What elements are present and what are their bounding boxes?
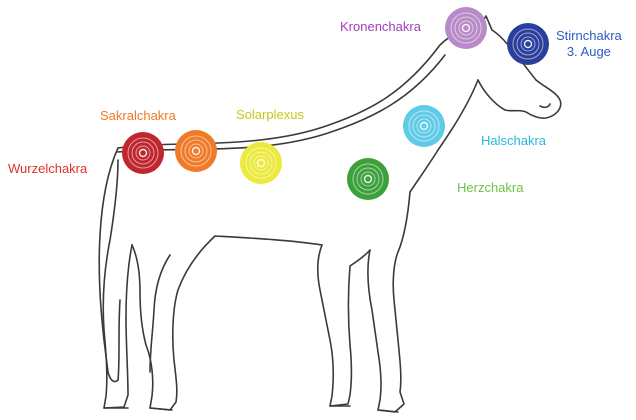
label-solarplexus: Solarplexus (236, 107, 304, 123)
chakra-stirn-circle (507, 23, 549, 65)
label-halschakra: Halschakra (481, 133, 546, 149)
label-wurzelchakra: Wurzelchakra (8, 161, 87, 177)
label-sakralchakra: Sakralchakra (100, 108, 176, 124)
chakra-herz-circle (347, 158, 389, 200)
chakra-wurzel-circle (122, 132, 164, 174)
chakra-hals-circle (403, 105, 445, 147)
label-stirnchakra: Stirnchakra 3. Auge (556, 28, 622, 60)
chakra-sakral-circle (175, 130, 217, 172)
chakra-kronen-circle (445, 7, 487, 49)
label-kronenchakra: Kronenchakra (340, 19, 421, 35)
horse-outline (99, 16, 560, 412)
label-stirnchakra-line2: 3. Auge (556, 44, 622, 60)
label-stirnchakra-line1: Stirnchakra (556, 28, 622, 44)
label-herzchakra: Herzchakra (457, 180, 523, 196)
chakra-solar-circle (240, 142, 282, 184)
